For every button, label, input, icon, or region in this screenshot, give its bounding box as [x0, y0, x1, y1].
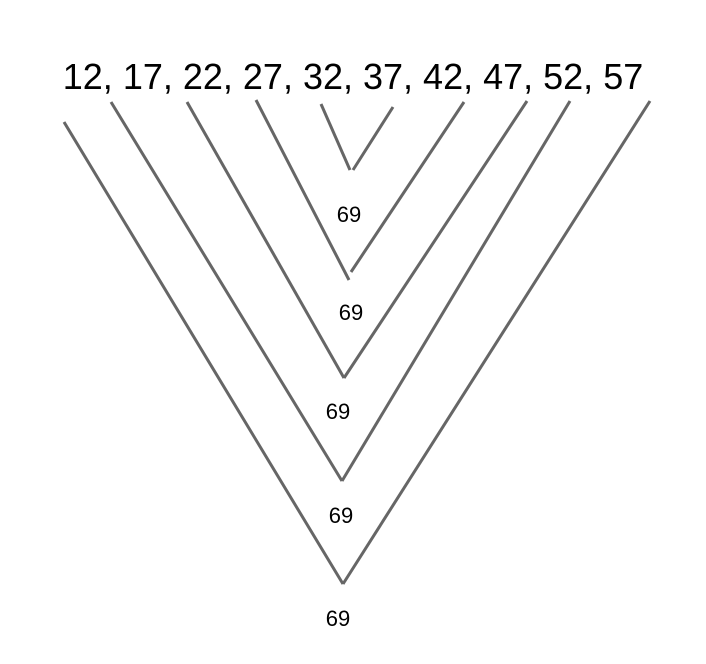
connector-line-27: [254, 99, 351, 281]
connector-line-22: [185, 101, 346, 379]
pair-sum-label: 69: [325, 399, 351, 424]
connector-line-47: [342, 100, 529, 379]
pair-sum-label: 69: [338, 300, 364, 325]
pair-sum-label: 69: [336, 202, 362, 227]
connector-line-37: [351, 106, 395, 171]
pair-sum-label: 69: [328, 503, 354, 528]
connector-line-57: [341, 100, 652, 585]
connector-line-32: [319, 103, 352, 171]
pair-sum-label: 69: [325, 606, 351, 631]
connector-line-42: [349, 101, 466, 273]
connector-line-12: [62, 121, 345, 585]
connector-line-52: [340, 100, 572, 482]
connector-line-17: [109, 101, 344, 482]
number-sequence: 12, 17, 22, 27, 32, 37, 42, 47, 52, 57: [62, 56, 644, 97]
